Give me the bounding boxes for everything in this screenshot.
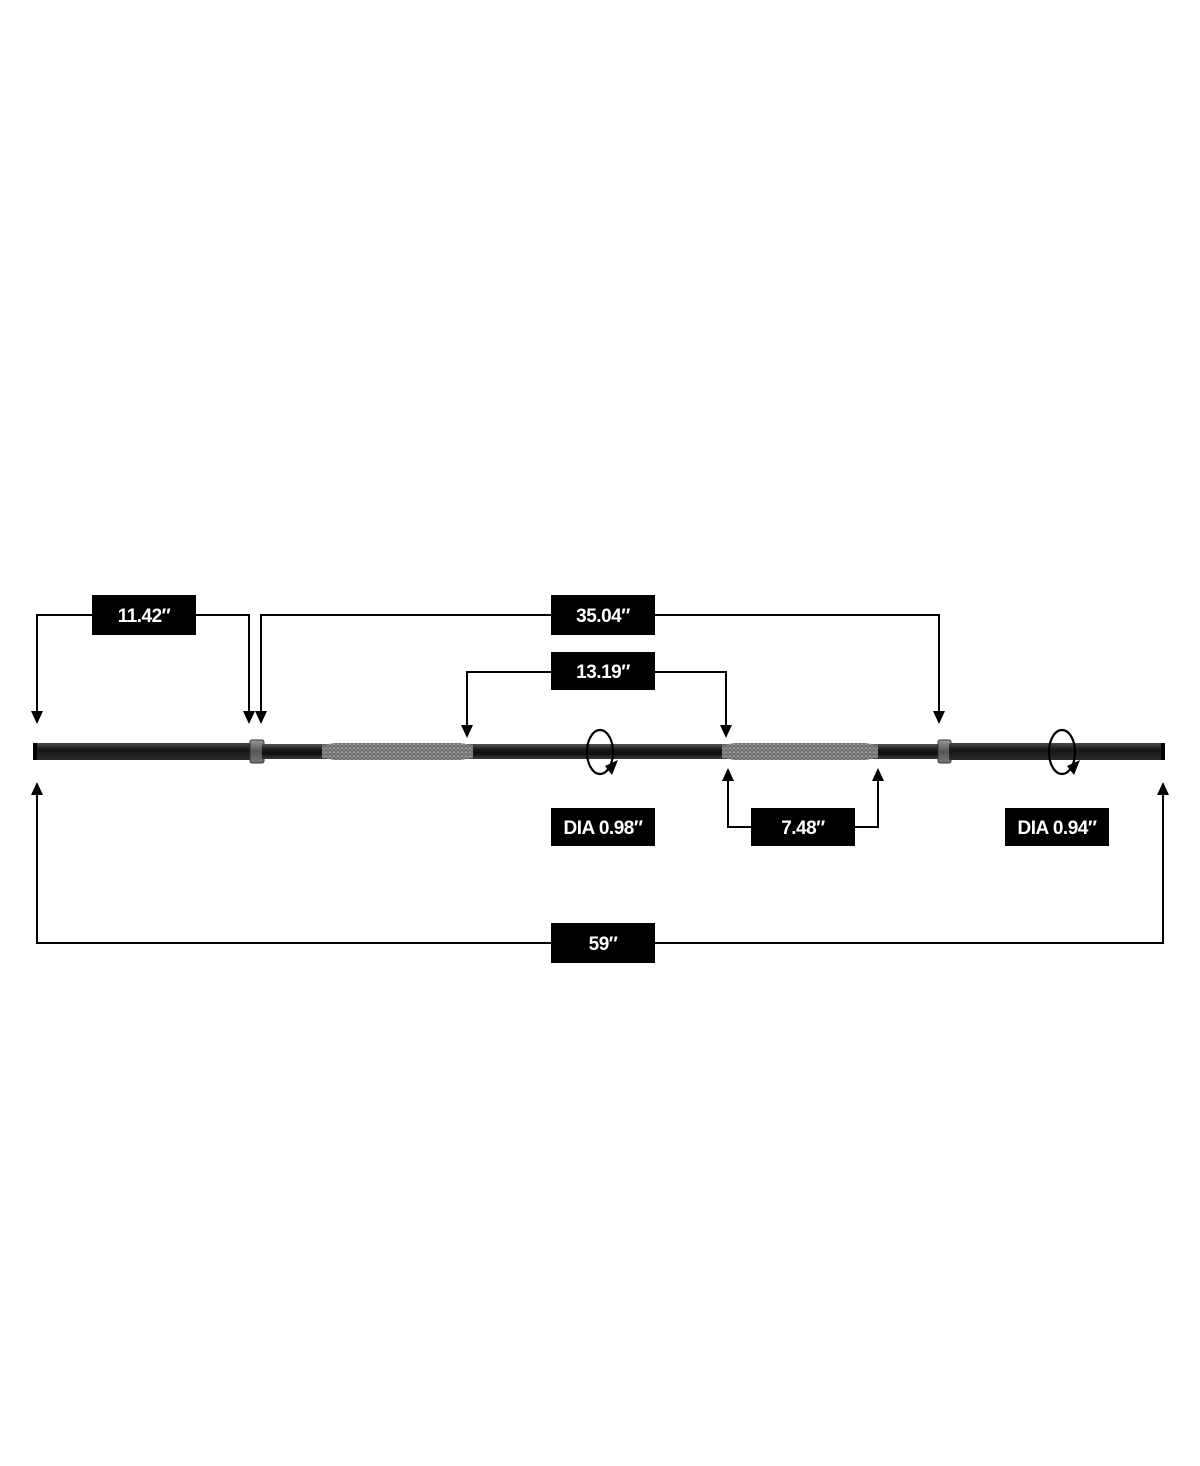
dimension-collar-to-collar: 35.04″ [255,595,945,724]
arrowhead-icon [722,768,734,781]
dimension-knurl-spacing: 13.19″ [461,652,732,738]
right-end-cap [1161,743,1165,760]
arrowhead-icon [1157,782,1169,795]
arrowhead-icon [720,725,732,738]
left-end-cap [33,743,37,760]
label-box [551,652,655,690]
label-box [1005,808,1109,846]
label-box [92,595,196,635]
rotation-arrow-icon [1047,728,1080,776]
label-box [551,923,655,963]
label-box [751,808,855,846]
right-sleeve [949,743,1163,760]
sleeve-diameter-label: DIA 0.94″ [1018,818,1097,839]
dimension-shaft-diameter: DIA 0.98″ [551,728,655,846]
label-box [551,808,655,846]
dimension-center-knurl: 7.48″ [722,768,884,846]
overall-length-label: 59″ [589,934,618,955]
dimension-overall-length: 59″ [31,782,1169,963]
collar-to-collar-label: 35.04″ [576,606,630,627]
left-sleeve [35,743,252,760]
center-knurl [722,743,878,760]
arrowhead-icon [243,711,255,724]
dimension-sleeve-length: 11.42″ [31,595,255,724]
knurl-spacing-label: 13.19″ [576,662,630,683]
dimension-sleeve-diameter: DIA 0.94″ [1005,728,1109,846]
label-box [551,595,655,635]
left-collar [249,739,265,764]
arrowhead-icon [872,768,884,781]
arrowhead-icon [933,711,945,724]
arrowhead-icon [31,782,43,795]
barbell [33,739,1165,764]
arrowhead-icon [461,725,473,738]
arrowhead-icon [31,711,43,724]
sleeve-length-label: 11.42″ [118,606,171,627]
arrowhead-icon [255,711,267,724]
left-knurl [322,743,473,760]
center-knurl-label: 7.48″ [781,818,825,839]
rotation-arrow-icon [585,728,618,776]
shaft-diameter-label: DIA 0.98″ [564,818,643,839]
